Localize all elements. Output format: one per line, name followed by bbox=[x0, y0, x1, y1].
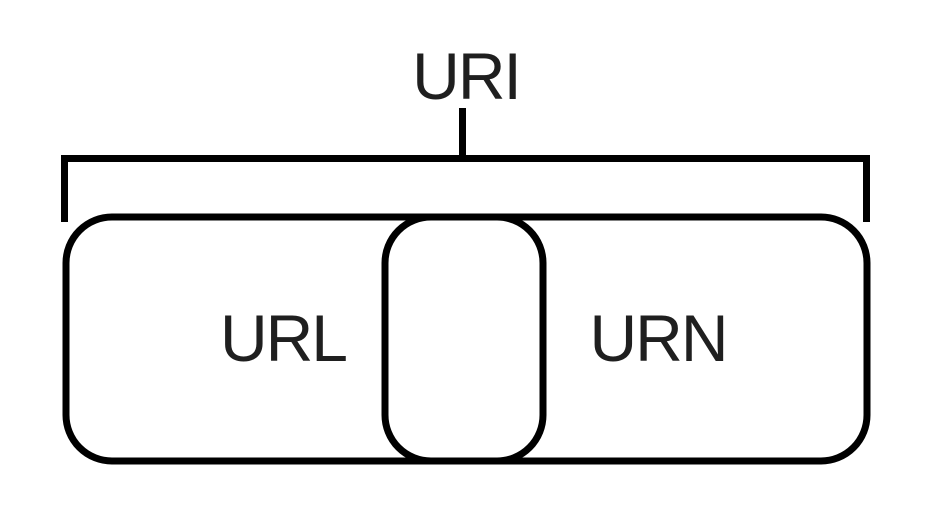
url-label: URL bbox=[220, 301, 346, 375]
urn-label: URN bbox=[590, 301, 727, 375]
uri-label: URI bbox=[412, 39, 520, 113]
url-set-outline bbox=[62, 213, 547, 465]
urn-set-outline bbox=[381, 213, 871, 465]
uri-brace bbox=[61, 155, 870, 222]
